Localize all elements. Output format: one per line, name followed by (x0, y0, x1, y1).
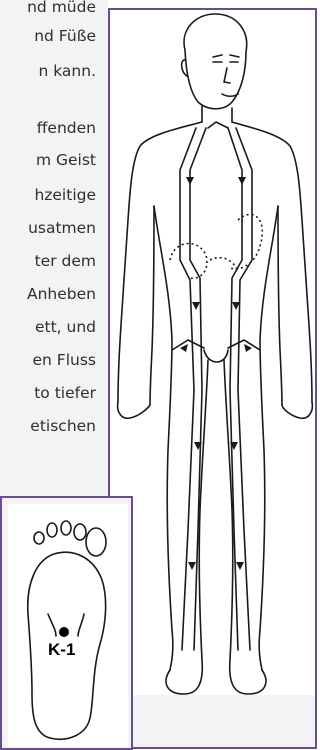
text-line: etischen (30, 416, 96, 436)
text-line: en Fluss (33, 350, 96, 370)
foot-sole-illustration (8, 504, 128, 746)
acupoint-label: K-1 (48, 640, 75, 660)
text-line: to tiefer (34, 383, 96, 403)
human-body-meridian-illustration (110, 10, 315, 700)
text-line: nd müde (27, 0, 96, 17)
text-line: m Geist (36, 150, 96, 170)
text-line: Anheben (27, 284, 96, 304)
text-line: hzeitige (34, 185, 96, 205)
foot-inset-frame: K-1 (0, 496, 133, 750)
text-line: ter dem (35, 251, 96, 271)
meridian-figure-frame (108, 8, 317, 749)
acupoint-dot (59, 627, 69, 637)
foot-inset-panel: K-1 (8, 504, 128, 746)
text-line: n kann. (38, 61, 96, 81)
text-line: ett, und (35, 317, 96, 337)
figure-footer-band (110, 695, 315, 747)
text-line: nd Füße (34, 26, 96, 46)
text-line: ffenden (37, 118, 96, 138)
text-line: usatmen (28, 218, 96, 238)
